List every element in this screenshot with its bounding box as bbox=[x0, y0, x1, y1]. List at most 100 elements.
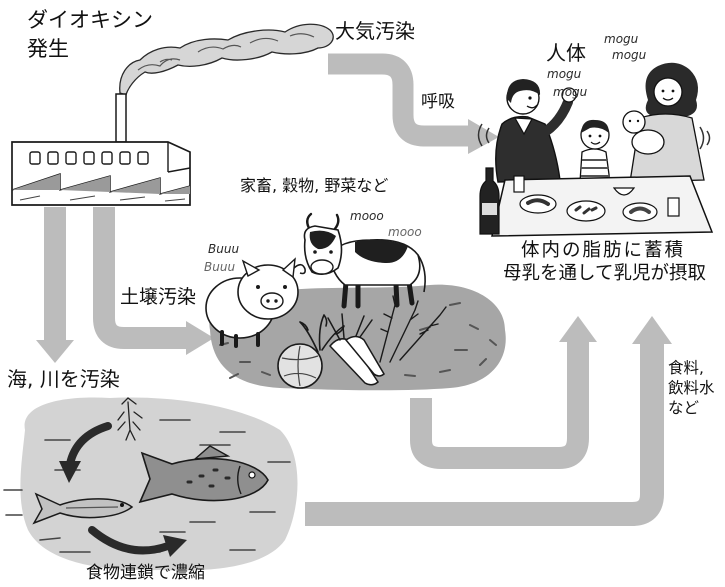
plate-right bbox=[622, 202, 658, 222]
food-water-label-line2: 飲料水 bbox=[668, 379, 715, 397]
food-water-label-line3: など bbox=[668, 399, 700, 417]
soil-to-human-arrowhead bbox=[559, 316, 597, 342]
pig-eye bbox=[256, 285, 260, 289]
mother-head bbox=[653, 77, 683, 107]
cow-sound: mooo bbox=[350, 209, 384, 223]
factory-hatch-lines bbox=[19, 195, 186, 202]
father-hand bbox=[561, 87, 577, 103]
child-hair bbox=[581, 119, 609, 133]
air-pollution-arrow bbox=[328, 53, 470, 147]
air-pollution-label: 大気汚染 bbox=[335, 19, 415, 43]
family-at-table bbox=[477, 62, 714, 237]
plate-left-food bbox=[526, 198, 550, 206]
pig bbox=[205, 257, 306, 348]
pig-nostril bbox=[266, 299, 270, 303]
father-eating-sound: mogu bbox=[547, 67, 582, 81]
factory bbox=[11, 93, 191, 206]
child-mouth bbox=[590, 141, 601, 145]
soil-pollution-arrow bbox=[93, 207, 186, 349]
glass-right bbox=[667, 197, 680, 217]
small-fish-eye bbox=[120, 503, 124, 507]
baby-head bbox=[622, 110, 646, 134]
pig-ear-left bbox=[241, 259, 261, 278]
pig-legs bbox=[220, 330, 260, 348]
food-chain-arrow-left bbox=[66, 422, 112, 468]
dioxin-source-label: ダイオキシン bbox=[27, 8, 153, 32]
glass-left bbox=[513, 175, 525, 193]
smoke-cloud-swirls bbox=[137, 33, 315, 71]
water-to-human-arrow bbox=[305, 344, 664, 526]
cow-back-patch bbox=[355, 239, 408, 264]
soil-to-human-arrow bbox=[410, 342, 589, 469]
cow bbox=[303, 212, 426, 309]
food-chain-label: 食物連鎖で濃縮 bbox=[86, 563, 205, 583]
soil-pollution-arrowhead bbox=[186, 321, 214, 355]
breathing-label: 呼吸 bbox=[421, 92, 455, 112]
small-fish bbox=[32, 492, 134, 525]
beer-bottle bbox=[479, 167, 500, 235]
pig-tail bbox=[293, 263, 306, 275]
large-fish-gill bbox=[237, 465, 242, 495]
child-body bbox=[579, 148, 611, 183]
factory-window bbox=[47, 151, 59, 165]
large-fish-eye bbox=[248, 471, 256, 479]
human-body-label: 人体 bbox=[546, 41, 586, 65]
mother-eye bbox=[671, 89, 675, 93]
father-eye bbox=[528, 96, 532, 100]
father-raised-arm bbox=[540, 97, 573, 137]
factory-window bbox=[29, 151, 41, 165]
factory-shading bbox=[12, 174, 190, 194]
large-fish-spots bbox=[186, 468, 231, 488]
motion-marks-left bbox=[477, 123, 490, 147]
breast-milk-intake-label: 母乳を通して乳児が摂取 bbox=[503, 263, 706, 284]
cow-eye bbox=[329, 250, 333, 254]
pig-sound: Buuu bbox=[208, 242, 240, 256]
fat-accumulation-label: 体内の脂肪に蓄積 bbox=[521, 240, 686, 261]
factory-side-wall bbox=[167, 142, 191, 173]
cow-face-patch bbox=[309, 230, 336, 250]
factory-window bbox=[137, 151, 149, 165]
mother-eye bbox=[661, 89, 665, 93]
food-chain-arrowhead-left bbox=[59, 461, 81, 483]
radish-leaves bbox=[327, 313, 373, 341]
food-water-label-line1: 食料, bbox=[668, 359, 704, 377]
child-eye bbox=[598, 134, 602, 138]
radish bbox=[328, 338, 379, 386]
smoke-cloud bbox=[119, 23, 334, 96]
small-fish-stripe bbox=[65, 506, 119, 509]
sea-river-area bbox=[3, 397, 298, 571]
air-pollution-arrowhead bbox=[468, 119, 499, 154]
motion-marks-right bbox=[699, 126, 711, 150]
cow-muzzle bbox=[310, 259, 334, 275]
factory-windows bbox=[29, 151, 149, 165]
cow-eye bbox=[313, 250, 317, 254]
water-pollution-arrowhead bbox=[36, 340, 74, 363]
baby-eye bbox=[636, 119, 640, 123]
child-eye bbox=[588, 134, 592, 138]
pig-sound: Buuu bbox=[204, 260, 236, 274]
factory-window bbox=[101, 151, 113, 165]
mother-eating-sound: mogu bbox=[604, 32, 639, 46]
crops bbox=[277, 295, 447, 389]
water-to-human-arrowhead bbox=[632, 316, 672, 344]
soil-pollution-label: 土壌汚染 bbox=[120, 286, 197, 308]
food-chain-arrowhead-bottom bbox=[163, 535, 187, 557]
father-mouth bbox=[526, 104, 538, 109]
factory-window bbox=[83, 151, 95, 165]
beer-bottle-label bbox=[482, 203, 497, 215]
factory-chimney bbox=[115, 93, 127, 143]
cow-sound: mooo bbox=[388, 225, 422, 239]
food-chain-arrow-bottom bbox=[88, 526, 172, 555]
father-collar bbox=[513, 117, 533, 136]
livestock-crops-label: 家畜, 穀物, 野菜など bbox=[240, 176, 389, 195]
dioxin-source-label-generation: 発生 bbox=[27, 37, 69, 61]
pig-head bbox=[237, 264, 299, 320]
pig-eye bbox=[283, 285, 287, 289]
cabbage-veins bbox=[281, 345, 319, 387]
sea-river-pollution-label: 海, 川を汚染 bbox=[7, 367, 120, 391]
large-fish-dorsal-fin bbox=[192, 445, 231, 460]
cow-tail bbox=[417, 254, 426, 293]
father-eating-sound: mogu bbox=[553, 85, 588, 99]
